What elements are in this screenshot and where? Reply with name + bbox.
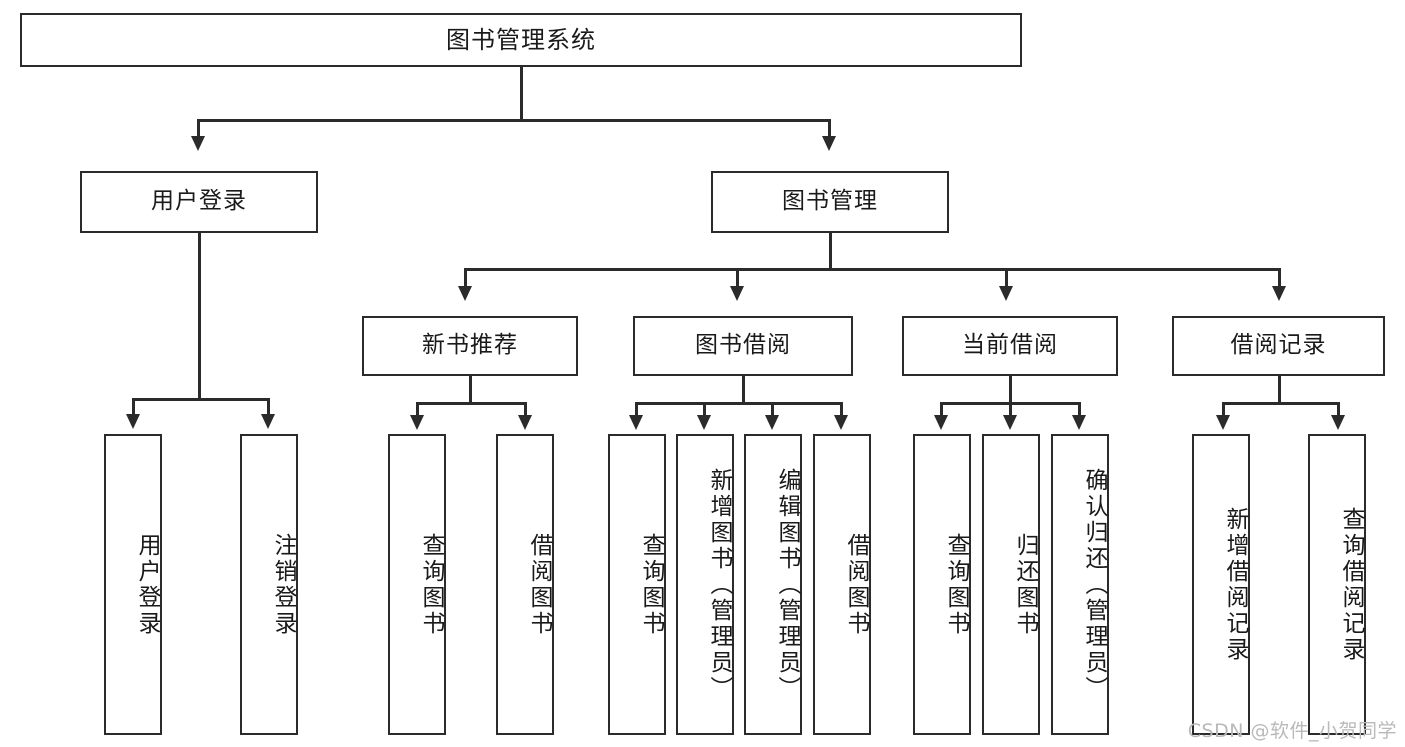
leaf-new-book-recommend-query-book[interactable]: 查询图书 bbox=[388, 434, 446, 735]
leaf-book-borrow-query-book[interactable]: 查询图书 bbox=[608, 434, 666, 735]
arrow-nbr-to-leaf-1 bbox=[518, 415, 532, 430]
edge-nbr-to-leaf-0 bbox=[416, 402, 419, 417]
node-label: 新增借阅记录 bbox=[1222, 506, 1248, 663]
edge-br-to-leaf-1 bbox=[1337, 402, 1340, 417]
node-label: 当前借阅 bbox=[962, 332, 1058, 359]
node-label: 查询图书 bbox=[638, 532, 664, 637]
arrow-bm-to-book-borrow bbox=[730, 286, 744, 301]
arrow-user-login-to-leaf-0 bbox=[126, 414, 140, 429]
edge-user-login-stem bbox=[198, 233, 201, 400]
node-label: 新增图书（管理员） bbox=[706, 467, 732, 702]
leaf-current-borrow-query-book[interactable]: 查询图书 bbox=[913, 434, 971, 735]
node-current-borrow[interactable]: 当前借阅 bbox=[902, 316, 1118, 376]
arrow-bb-to-leaf-0 bbox=[629, 415, 643, 430]
edge-root-to-book-management bbox=[828, 119, 831, 138]
csdn-watermark: CSDN @软件_小贺同学 bbox=[1187, 720, 1397, 742]
edge-bb-to-leaf-0 bbox=[635, 402, 638, 417]
edge-user-login-to-leaf-0 bbox=[132, 398, 135, 416]
node-label: 借阅图书 bbox=[843, 532, 869, 637]
node-root-book-management-system[interactable]: 图书管理系统 bbox=[20, 13, 1022, 67]
node-label: 用户登录 bbox=[134, 532, 160, 637]
edge-br-to-leaf-0 bbox=[1222, 402, 1225, 417]
edge-root-stem bbox=[520, 67, 523, 120]
edge-bm-to-borrow-record bbox=[1278, 268, 1281, 288]
edge-bm-to-current-borrow bbox=[1005, 268, 1008, 288]
edge-borrow-record-bus bbox=[1222, 402, 1339, 405]
arrow-cb-to-leaf-2 bbox=[1072, 415, 1086, 430]
arrow-br-to-leaf-0 bbox=[1216, 415, 1230, 430]
node-label: 新书推荐 bbox=[422, 332, 518, 359]
node-label: 查询借阅记录 bbox=[1338, 506, 1364, 663]
node-label: 图书管理系统 bbox=[446, 25, 596, 54]
leaf-borrow-record-query-record[interactable]: 查询借阅记录 bbox=[1308, 434, 1366, 735]
node-label: 确认归还（管理员） bbox=[1081, 467, 1107, 702]
node-borrow-record[interactable]: 借阅记录 bbox=[1172, 316, 1385, 376]
leaf-book-borrow-borrow-book[interactable]: 借阅图书 bbox=[813, 434, 871, 735]
leaf-borrow-record-add-record[interactable]: 新增借阅记录 bbox=[1192, 434, 1250, 735]
edge-user-login-bus bbox=[132, 398, 269, 401]
node-user-login[interactable]: 用户登录 bbox=[80, 171, 318, 233]
node-new-book-recommend[interactable]: 新书推荐 bbox=[362, 316, 578, 376]
arrow-bm-to-new-book-recommend bbox=[458, 286, 472, 301]
node-label: 编辑图书（管理员） bbox=[774, 467, 800, 702]
node-book-management[interactable]: 图书管理 bbox=[711, 171, 949, 233]
edge-new-book-recommend-bus bbox=[416, 402, 526, 405]
edge-bm-to-book-borrow bbox=[736, 268, 739, 288]
node-label: 图书借阅 bbox=[695, 332, 791, 359]
leaf-user-login-login[interactable]: 用户登录 bbox=[104, 434, 162, 735]
edge-user-login-to-leaf-1 bbox=[267, 398, 270, 416]
edge-new-book-recommend-stem bbox=[469, 376, 472, 404]
edge-nbr-to-leaf-1 bbox=[524, 402, 527, 417]
arrow-bb-to-leaf-2 bbox=[765, 415, 779, 430]
node-label: 查询图书 bbox=[418, 532, 444, 637]
leaf-current-borrow-return-book[interactable]: 归还图书 bbox=[982, 434, 1040, 735]
edge-root-to-user-login bbox=[197, 119, 200, 138]
leaf-book-borrow-add-book-admin[interactable]: 新增图书（管理员） bbox=[676, 434, 734, 735]
node-label: 注销登录 bbox=[270, 532, 296, 637]
edge-book-borrow-bus bbox=[635, 402, 842, 405]
arrow-bb-to-leaf-3 bbox=[834, 415, 848, 430]
edge-cb-to-leaf-1 bbox=[1009, 402, 1012, 417]
edge-current-borrow-stem bbox=[1009, 376, 1012, 404]
arrow-root-to-book-management bbox=[822, 136, 836, 151]
node-label: 借阅图书 bbox=[526, 532, 552, 637]
edge-book-management-stem bbox=[829, 233, 832, 270]
edge-borrow-record-stem bbox=[1278, 376, 1281, 404]
edge-root-bus bbox=[197, 119, 831, 122]
leaf-book-borrow-edit-book-admin[interactable]: 编辑图书（管理员） bbox=[744, 434, 802, 735]
node-label: 用户登录 bbox=[151, 188, 247, 215]
edge-cb-to-leaf-0 bbox=[940, 402, 943, 417]
edge-bb-to-leaf-2 bbox=[771, 402, 774, 417]
node-label: 借阅记录 bbox=[1230, 332, 1327, 359]
arrow-br-to-leaf-1 bbox=[1331, 415, 1345, 430]
arrow-root-to-user-login bbox=[191, 136, 205, 151]
node-book-borrow[interactable]: 图书借阅 bbox=[633, 316, 853, 376]
edge-cb-to-leaf-2 bbox=[1078, 402, 1081, 417]
edge-bb-to-leaf-3 bbox=[840, 402, 843, 417]
leaf-new-book-recommend-borrow-book[interactable]: 借阅图书 bbox=[496, 434, 554, 735]
arrow-cb-to-leaf-0 bbox=[934, 415, 948, 430]
arrow-bm-to-borrow-record bbox=[1272, 286, 1286, 301]
edge-bb-to-leaf-1 bbox=[703, 402, 706, 417]
leaf-current-borrow-confirm-return-admin[interactable]: 确认归还（管理员） bbox=[1051, 434, 1109, 735]
node-label: 归还图书 bbox=[1012, 532, 1038, 637]
arrow-bm-to-current-borrow bbox=[999, 286, 1013, 301]
node-label: 查询图书 bbox=[943, 532, 969, 637]
edge-bm-to-new-book-recommend bbox=[464, 268, 467, 288]
node-label: 图书管理 bbox=[782, 188, 878, 215]
edge-book-borrow-stem bbox=[742, 376, 745, 404]
arrow-cb-to-leaf-1 bbox=[1003, 415, 1017, 430]
arrow-bb-to-leaf-1 bbox=[697, 415, 711, 430]
arrow-nbr-to-leaf-0 bbox=[410, 415, 424, 430]
arrow-user-login-to-leaf-1 bbox=[261, 414, 275, 429]
leaf-user-login-logout[interactable]: 注销登录 bbox=[240, 434, 298, 735]
edge-book-management-bus bbox=[464, 268, 1281, 271]
